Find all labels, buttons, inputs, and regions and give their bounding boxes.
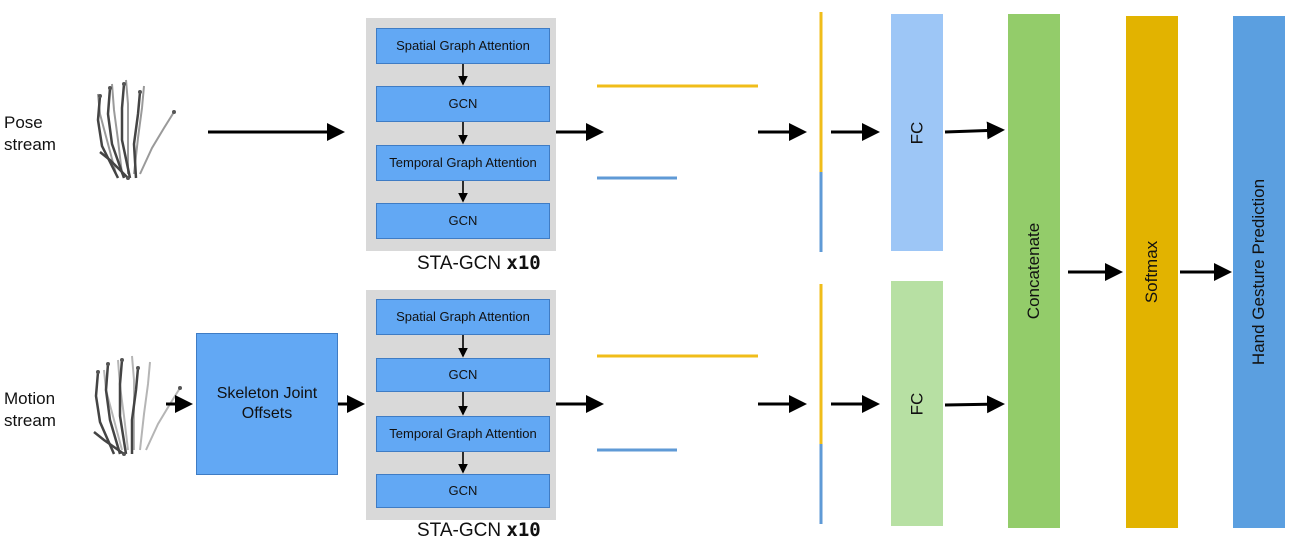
pose-gcn-block-1: GCN — [376, 86, 550, 122]
motion-spatial-graph-attention-block: Spatial Graph Attention — [376, 299, 550, 335]
pose-temporal-graph-attention-block: Temporal Graph Attention — [376, 145, 550, 181]
pose-sta-gcn-name: STA-GCN — [417, 253, 502, 274]
softmax-layer: Softmax — [1126, 16, 1178, 528]
motion-fc-output-arrow — [944, 395, 1005, 414]
pose-stream-label: Pose stream — [4, 113, 56, 154]
motion-gcn-block-1: GCN — [376, 358, 550, 392]
hand-gesture-prediction-layer: Hand Gesture Prediction — [1233, 16, 1285, 528]
pose-sta-gcn-label: STA-GCN x10 — [417, 252, 541, 275]
motion-sta-gcn-name: STA-GCN — [417, 520, 502, 541]
motion-stream-label: Motion stream — [4, 389, 56, 430]
pose-spatial-graph-attention-block: Spatial Graph Attention — [376, 28, 550, 64]
pose-fc-layer: FC — [891, 14, 943, 251]
motion-sta-gcn-label: STA-GCN x10 — [417, 519, 541, 542]
motion-gcn-block-2: GCN — [376, 474, 550, 508]
skeleton-joint-offsets-box: Skeleton Joint Offsets — [196, 333, 338, 475]
motion-hand-skeleton-icon — [93, 355, 182, 456]
pose-hand-skeleton-icon — [96, 79, 176, 180]
pose-fc-output-arrow — [944, 121, 1005, 140]
motion-temporal-graph-attention-block: Temporal Graph Attention — [376, 416, 550, 452]
motion-sta-gcn-multiplier: x10 — [506, 519, 541, 541]
concatenate-layer: Concatenate — [1008, 14, 1060, 528]
motion-fc-layer: FC — [891, 281, 943, 526]
pose-sta-gcn-multiplier: x10 — [506, 252, 541, 274]
pose-gcn-block-2: GCN — [376, 203, 550, 239]
